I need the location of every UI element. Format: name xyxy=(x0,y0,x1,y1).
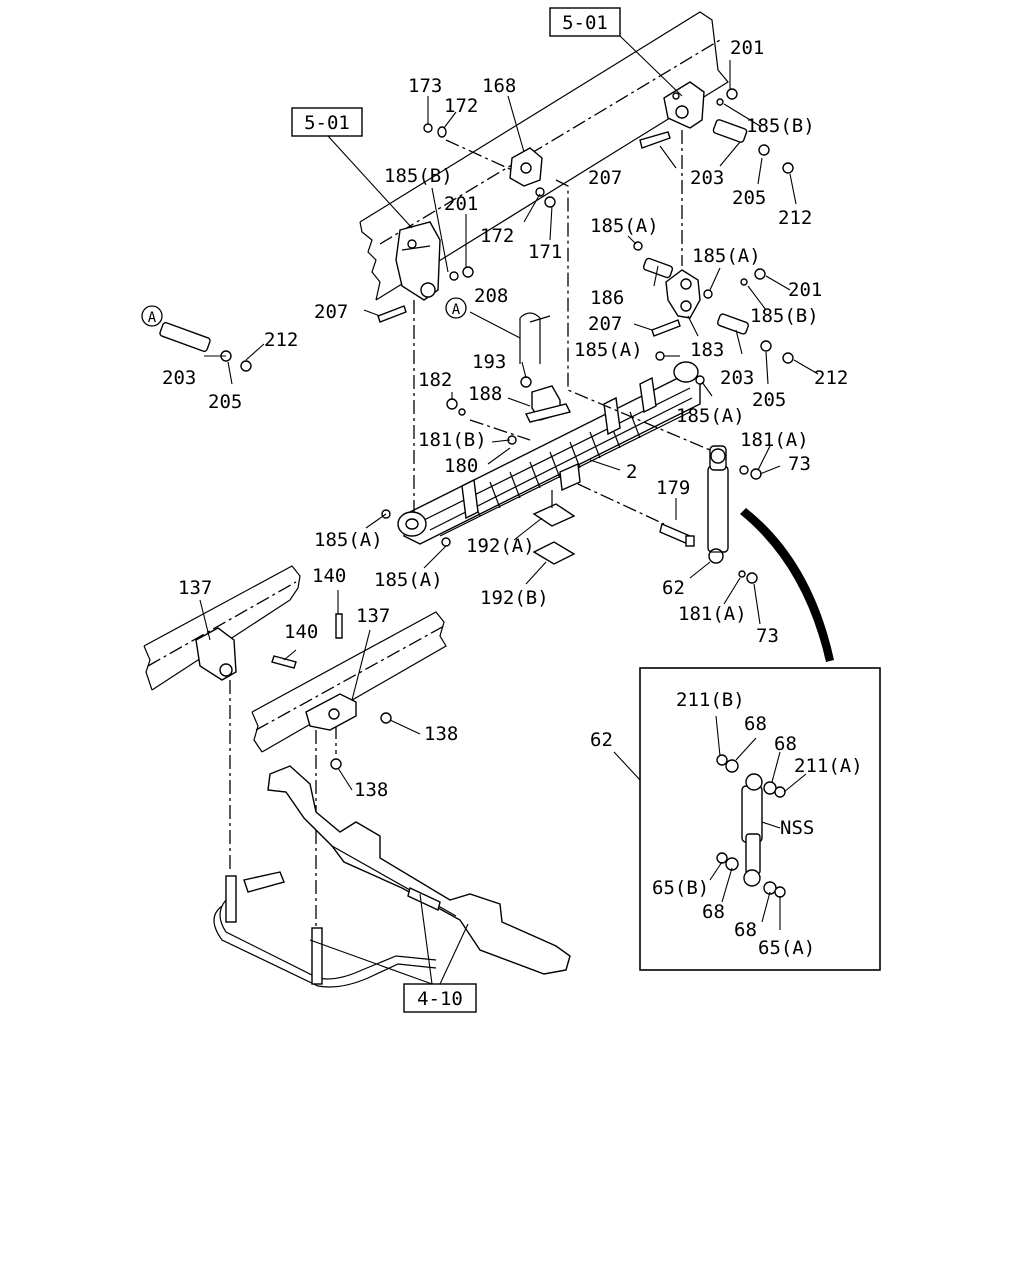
label-185b: 185(B) xyxy=(384,165,453,187)
label-138: 138 xyxy=(424,723,458,745)
label-140: 140 xyxy=(312,565,346,587)
svg-text:A: A xyxy=(148,310,157,326)
label-203: 203 xyxy=(720,367,754,389)
label-138: 138 xyxy=(354,779,388,801)
label-181a: 181(A) xyxy=(740,429,809,451)
label-68: 68 xyxy=(774,733,797,755)
label-185a: 185(A) xyxy=(314,529,383,551)
label-211a: 211(A) xyxy=(794,755,863,777)
u-bolt-208 xyxy=(519,312,551,364)
nuts-and-washers xyxy=(220,88,794,584)
svg-text:4-10: 4-10 xyxy=(417,988,463,1010)
bracket-137-right xyxy=(305,693,357,731)
label-193: 193 xyxy=(472,351,506,373)
label-203: 203 xyxy=(690,167,724,189)
section-ref-5-01-left[interactable]: 5-01 xyxy=(291,107,363,137)
label-186: 186 xyxy=(590,287,624,309)
bolt-179 xyxy=(659,523,695,547)
marker-a-pin: A xyxy=(141,305,163,327)
label-211b: 211(B) xyxy=(676,689,745,711)
label-68: 68 xyxy=(744,713,767,735)
section-ref-4-10[interactable]: 4-10 xyxy=(403,983,477,1013)
label-173: 173 xyxy=(408,75,442,97)
label-207: 207 xyxy=(314,301,348,323)
label-65a: 65(A) xyxy=(758,937,815,959)
label-205: 205 xyxy=(208,391,242,413)
label-192a: 192(A) xyxy=(466,535,535,557)
label-179: 179 xyxy=(656,477,690,499)
label-205: 205 xyxy=(752,389,786,411)
label-183: 183 xyxy=(690,339,724,361)
label-185a: 185(A) xyxy=(676,405,745,427)
bolt-140 xyxy=(271,613,392,770)
label-182: 182 xyxy=(418,369,452,391)
shock-absorber-62 xyxy=(707,445,729,564)
label-207: 207 xyxy=(588,167,622,189)
label-2: 2 xyxy=(626,461,637,483)
svg-text:5-01: 5-01 xyxy=(304,112,350,134)
tie-rod xyxy=(213,871,441,988)
front-hanger-bracket xyxy=(663,81,705,129)
label-180: 180 xyxy=(444,455,478,477)
detail-box-62 xyxy=(639,667,881,971)
label-208: 208 xyxy=(474,285,508,307)
part-labels: 201 173 172 168 185(B) 207 203 205 212 1… xyxy=(162,37,863,959)
bracket-168 xyxy=(509,147,543,187)
label-201: 201 xyxy=(730,37,764,59)
label-185a: 185(A) xyxy=(374,569,443,591)
label-185a: 185(A) xyxy=(590,215,659,237)
label-201: 201 xyxy=(788,279,822,301)
label-201: 201 xyxy=(444,193,478,215)
label-185a: 185(A) xyxy=(692,245,761,267)
detail-arrow xyxy=(740,508,834,662)
label-181b: 181(B) xyxy=(418,429,487,451)
label-62: 62 xyxy=(662,577,685,599)
label-137: 137 xyxy=(178,577,212,599)
frame-rail-lower-right xyxy=(251,611,447,753)
label-73: 73 xyxy=(788,453,811,475)
leader-lines xyxy=(199,35,819,985)
label-205: 205 xyxy=(732,187,766,209)
label-68: 68 xyxy=(702,901,725,923)
label-185b: 185(B) xyxy=(750,305,819,327)
svg-text:5-01: 5-01 xyxy=(562,12,608,34)
label-172: 172 xyxy=(444,95,478,117)
shackle-183 xyxy=(665,269,701,319)
frame-rail-lower-left xyxy=(143,565,301,691)
label-188: 188 xyxy=(468,383,502,405)
bracket-137-left xyxy=(195,627,237,681)
rear-hanger-bracket xyxy=(395,221,441,301)
label-192b: 192(B) xyxy=(480,587,549,609)
label-212: 212 xyxy=(264,329,298,351)
spacer-192a xyxy=(532,490,576,527)
label-185b: 185(B) xyxy=(746,115,815,137)
label-65b: 65(B) xyxy=(652,877,709,899)
label-212: 212 xyxy=(814,367,848,389)
label-62: 62 xyxy=(590,729,613,751)
label-181a: 181(A) xyxy=(678,603,747,625)
label-203: 203 xyxy=(162,367,196,389)
label-nss: NSS xyxy=(780,817,814,839)
spacer-192b xyxy=(532,541,576,565)
label-140: 140 xyxy=(284,621,318,643)
label-207: 207 xyxy=(588,313,622,335)
label-171: 171 xyxy=(528,241,562,263)
bump-stop-188 xyxy=(524,385,572,423)
label-212: 212 xyxy=(778,207,812,229)
label-73: 73 xyxy=(756,625,779,647)
svg-text:A: A xyxy=(452,302,461,318)
label-172: 172 xyxy=(480,225,514,247)
label-137: 137 xyxy=(356,605,390,627)
label-68: 68 xyxy=(734,919,757,941)
marker-a-frame: A xyxy=(445,297,467,319)
label-185a: 185(A) xyxy=(574,339,643,361)
pins-and-bolts xyxy=(159,119,750,352)
section-ref-5-01-top[interactable]: 5-01 xyxy=(549,7,621,37)
label-168: 168 xyxy=(482,75,516,97)
